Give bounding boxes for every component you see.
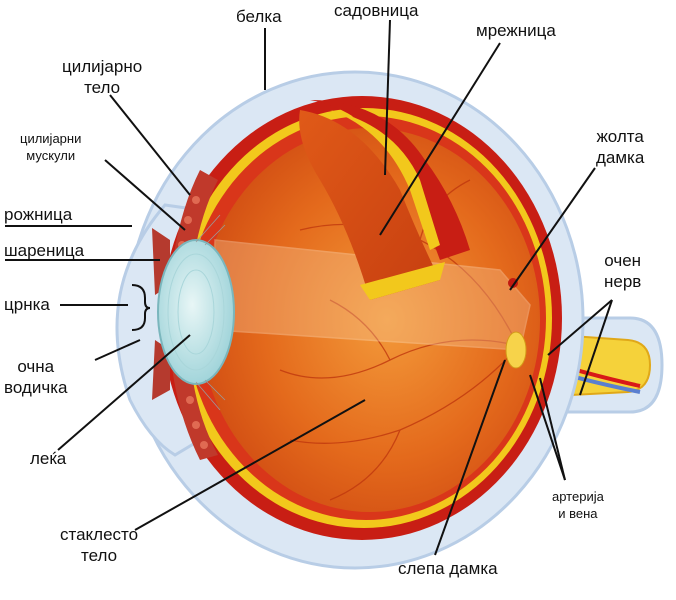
label-blind-spot: слепа дамка xyxy=(398,559,498,578)
label-aqueous-humor-line1: очна xyxy=(17,357,55,376)
label-ciliary-muscles: цилијарни мускули xyxy=(20,130,81,164)
vitreous-vessels xyxy=(279,179,516,501)
label-cornea: рожница xyxy=(4,205,73,224)
label-aqueous-humor-line2: водичка xyxy=(4,378,68,397)
zonule-fibers xyxy=(195,214,226,411)
label-artery-vein-line2: и вена xyxy=(558,506,598,521)
label-lens: леќа xyxy=(30,449,67,468)
lens xyxy=(157,239,235,385)
retina-flap xyxy=(299,110,440,300)
label-iris: шареница xyxy=(4,241,85,260)
label-artery-vein-line1: артерија xyxy=(552,489,604,504)
label-optic-nerve-line2: нерв xyxy=(604,272,642,291)
leader-lines xyxy=(5,19,613,556)
label-artery-vein: артерија и вена xyxy=(552,488,604,522)
label-ciliary-body-line1: цилијарно xyxy=(62,57,143,76)
label-macula: жолта дамка xyxy=(596,126,644,168)
label-pupil: црнка xyxy=(4,295,50,314)
flap-edge xyxy=(360,262,445,300)
retina-flap-yellow xyxy=(330,110,440,250)
label-ciliary-muscles-line1: цилијарни xyxy=(20,131,82,146)
label-macula-line2: дамка xyxy=(596,148,645,167)
label-aqueous-humor: очна водичка xyxy=(4,356,67,398)
label-macula-line1: жолта xyxy=(596,127,644,146)
label-optic-nerve-line1: очен xyxy=(604,251,642,270)
label-ciliary-body-line2: тело xyxy=(84,78,121,97)
label-ciliary-body: цилијарно тело xyxy=(62,56,142,98)
label-choroid: садовница xyxy=(334,1,419,20)
lens-rings xyxy=(167,253,225,371)
label-vitreous-body-line1: стаклесто xyxy=(60,525,139,544)
label-ciliary-muscles-line2: мускули xyxy=(26,148,76,163)
label-retina: мрежница xyxy=(476,21,556,40)
label-optic-nerve: очен нерв xyxy=(604,250,641,292)
label-sclera: белка xyxy=(236,7,282,26)
label-vitreous-body: стаклесто тело xyxy=(60,524,138,566)
optic-disc xyxy=(505,331,527,369)
label-vitreous-body-line2: тело xyxy=(81,546,118,565)
